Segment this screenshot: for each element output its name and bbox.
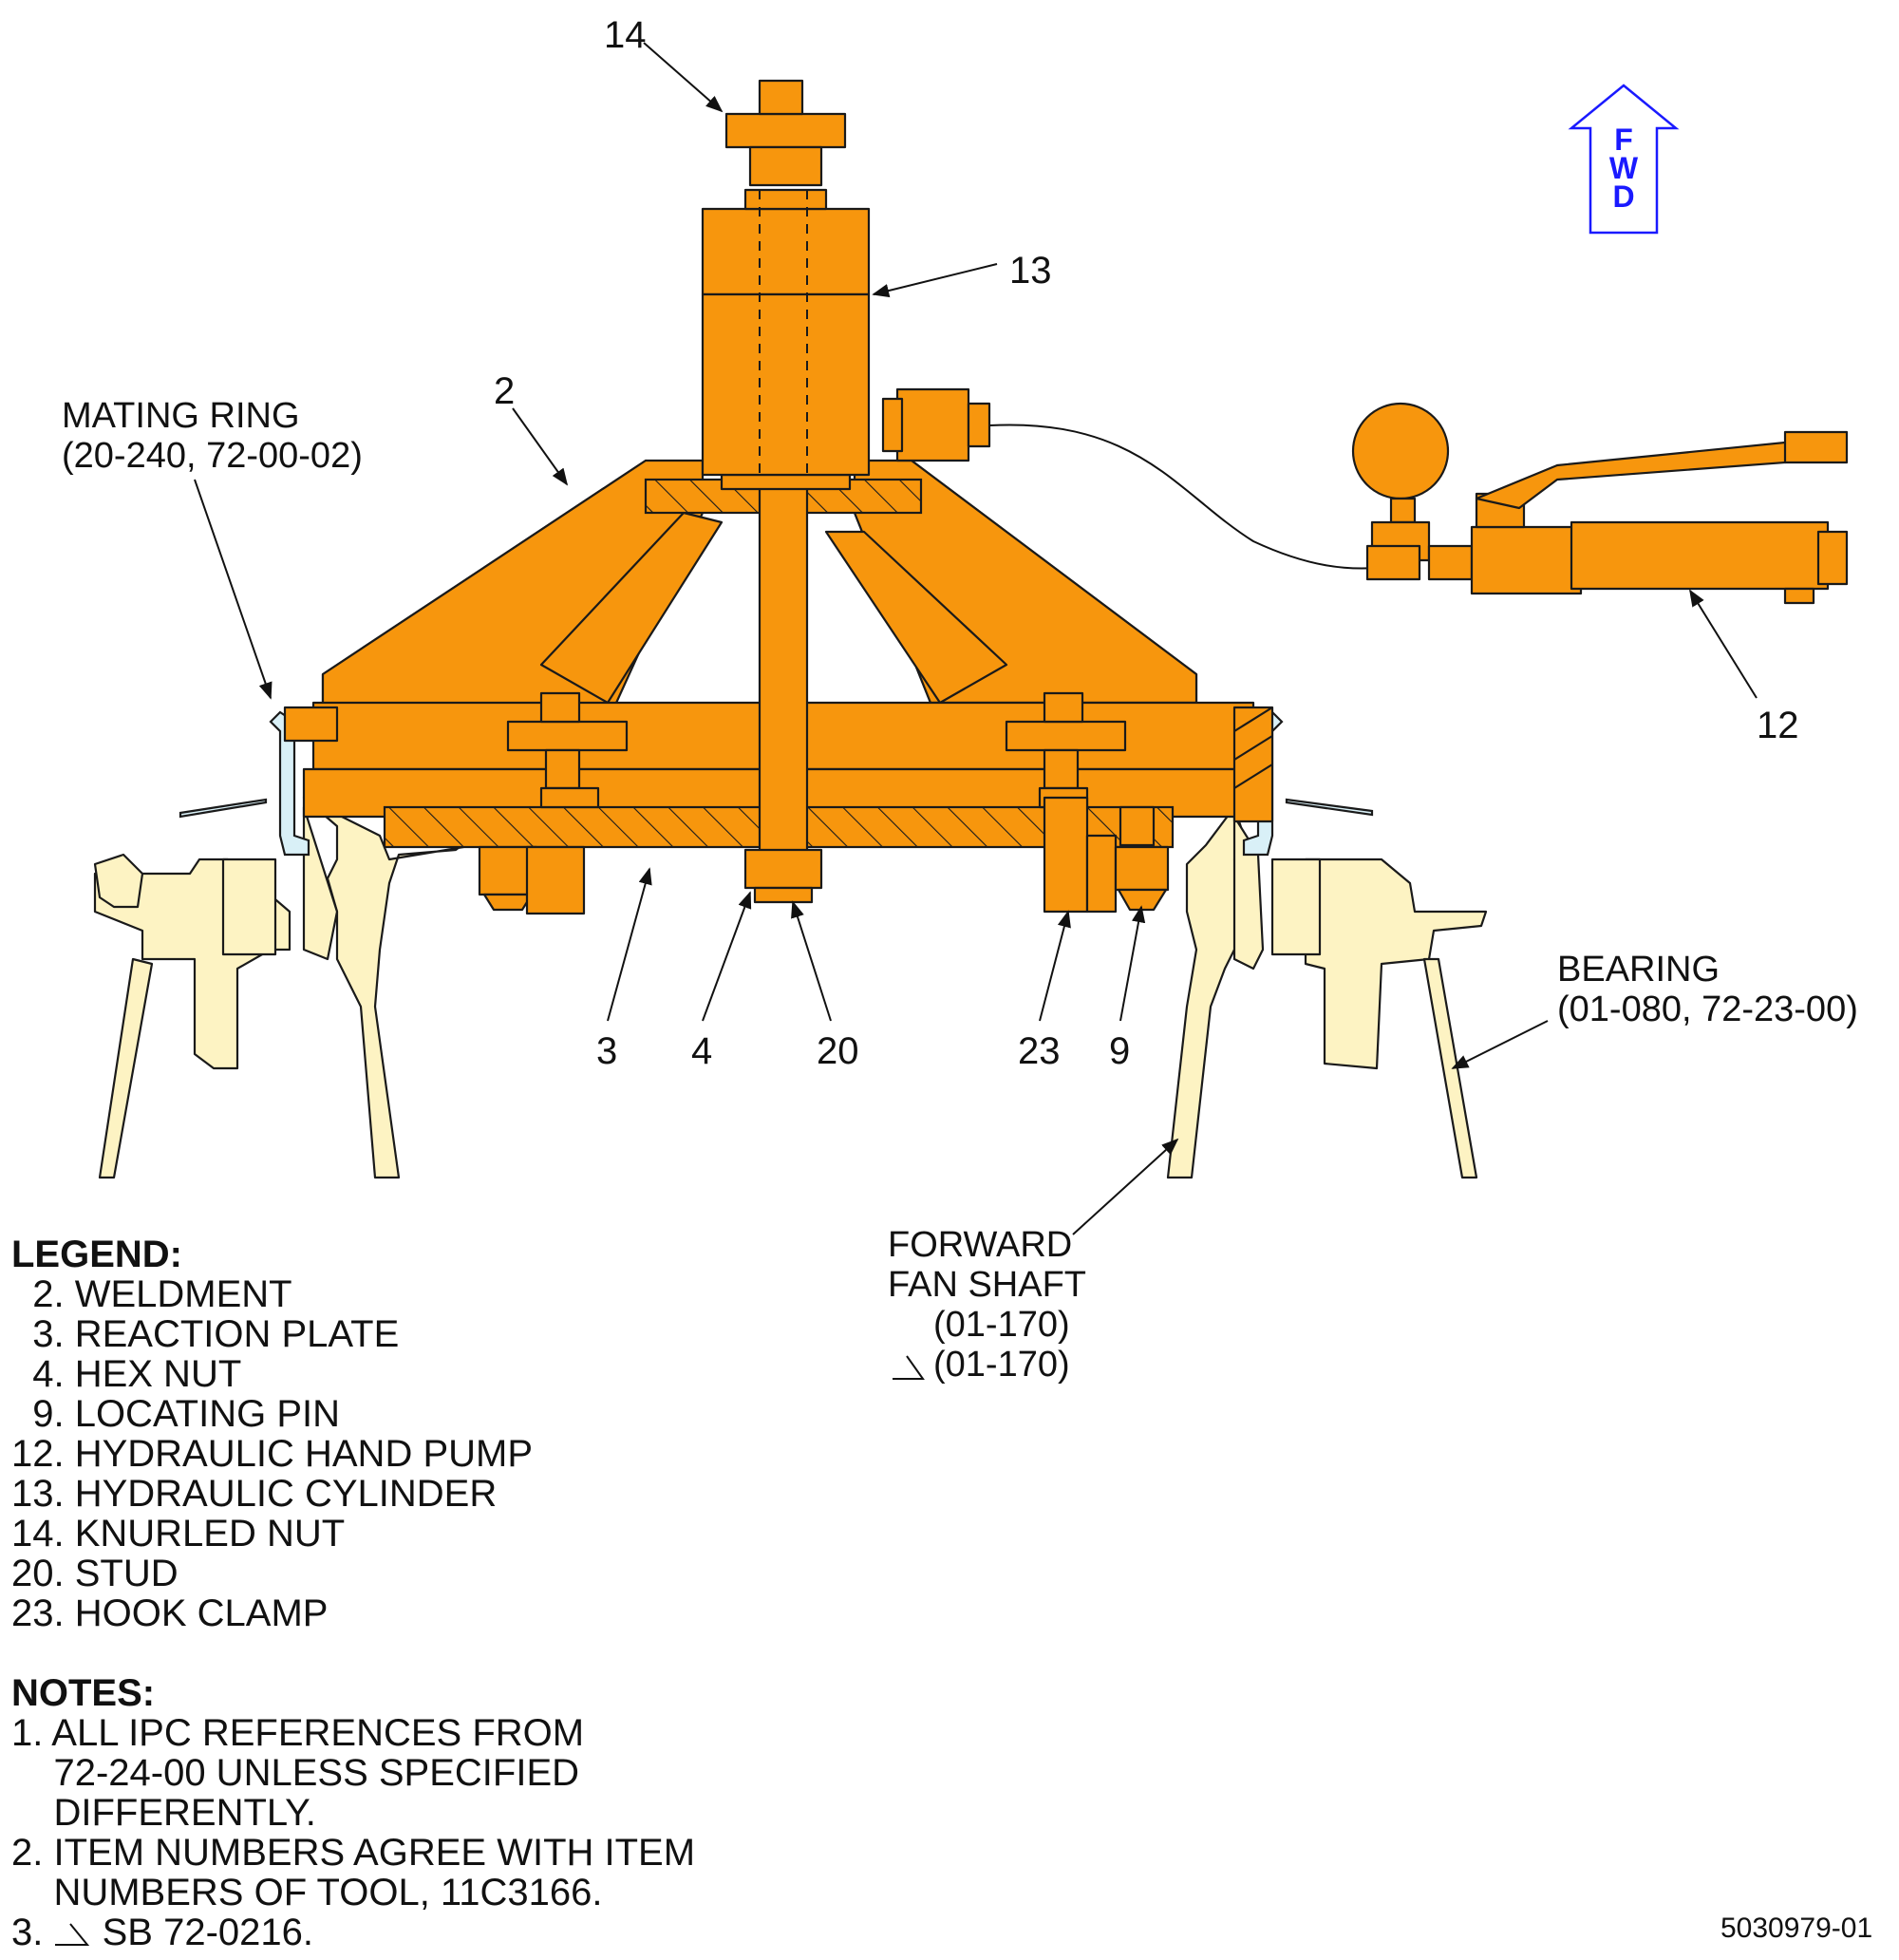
leader-bearing bbox=[1451, 1020, 1549, 1069]
note-2-line-2: NUMBERS OF TOOL, 11C3166. bbox=[11, 1872, 603, 1913]
bearing-housing-right bbox=[1270, 858, 1488, 1179]
figure-id: 5030979-01 bbox=[1720, 1913, 1873, 1944]
leader-12 bbox=[1689, 589, 1758, 699]
leader-2 bbox=[512, 407, 569, 486]
hydraulic-hose bbox=[988, 424, 1378, 570]
callout-23: 23 bbox=[1018, 1030, 1061, 1072]
sb-effectivity-icon bbox=[893, 1355, 925, 1380]
pin-assembly-left bbox=[478, 691, 629, 915]
leader-13 bbox=[872, 263, 998, 298]
note-1-line-1: 1. ALL IPC REFERENCES FROM bbox=[11, 1712, 585, 1754]
legend-item: 2. WELDMENT bbox=[11, 1273, 292, 1315]
legend-item: 12. HYDRAULIC HAND PUMP bbox=[11, 1433, 534, 1475]
legend-item: 13. HYDRAULIC CYLINDER bbox=[11, 1473, 498, 1515]
hydraulic-cylinder bbox=[701, 188, 991, 491]
callout-12: 12 bbox=[1757, 705, 1799, 746]
note-2-line-1: 2. ITEM NUMBERS AGREE WITH ITEM bbox=[11, 1832, 696, 1874]
callout-9: 9 bbox=[1109, 1030, 1130, 1072]
shaft-label-1: FORWARD bbox=[888, 1225, 1072, 1265]
callout-2: 2 bbox=[494, 370, 515, 412]
legend-item: 9. LOCATING PIN bbox=[11, 1393, 340, 1435]
leader-14 bbox=[643, 42, 724, 113]
bearing-ref: (01-080, 72-23-00) bbox=[1557, 989, 1858, 1029]
note-1-line-2: 72-24-00 UNLESS SPECIFIED bbox=[11, 1752, 580, 1794]
forward-fan-shaft-left bbox=[302, 796, 477, 1179]
hook-clamp bbox=[1043, 796, 1118, 914]
note-3-text: SB 72-0216. bbox=[91, 1912, 313, 1953]
hex-nut bbox=[743, 848, 823, 890]
leader-4 bbox=[702, 891, 752, 1022]
leader-9 bbox=[1119, 905, 1146, 1022]
mating-ring-ref: (20-240, 72-00-02) bbox=[62, 436, 363, 476]
forward-fan-shaft-right bbox=[1166, 805, 1265, 1179]
mating-ring-label: MATING RING bbox=[62, 396, 300, 436]
callout-20: 20 bbox=[817, 1030, 859, 1072]
legend-title: LEGEND: bbox=[11, 1234, 182, 1275]
leader-23 bbox=[1039, 910, 1071, 1022]
shaft-label-2: FAN SHAFT bbox=[888, 1265, 1086, 1305]
leader-20 bbox=[791, 900, 832, 1022]
note-1-line-3: DIFFERENTLY. bbox=[11, 1792, 316, 1834]
shaft-ref-2: (01-170) bbox=[933, 1345, 1070, 1385]
callout-14: 14 bbox=[604, 14, 647, 56]
leader-shaft bbox=[1072, 1138, 1179, 1235]
notes-list: 1. ALL IPC REFERENCES FROM 72-24-00 UNLE… bbox=[11, 1713, 695, 1952]
note-3-prefix: 3. bbox=[11, 1912, 54, 1953]
callout-3: 3 bbox=[596, 1030, 617, 1072]
leader-3 bbox=[607, 867, 652, 1022]
callout-4: 4 bbox=[691, 1030, 712, 1072]
legend-item: 20. STUD bbox=[11, 1553, 179, 1594]
sb-effectivity-icon bbox=[55, 1923, 90, 1946]
fwd-arrow: F W D bbox=[1568, 84, 1680, 235]
legend-item: 23. HOOK CLAMP bbox=[11, 1592, 329, 1634]
bearing-housing-left bbox=[93, 853, 291, 1179]
hydraulic-hand-pump bbox=[1351, 402, 1849, 605]
legend-list: 2. WELDMENT 3. REACTION PLATE 4. HEX NUT… bbox=[11, 1274, 533, 1633]
locating-pin bbox=[1114, 805, 1170, 912]
knurled-nut bbox=[724, 79, 847, 187]
fwd-letter-d: D bbox=[1612, 179, 1634, 214]
callout-13: 13 bbox=[1009, 250, 1052, 292]
shaft-ref-1: (01-170) bbox=[933, 1305, 1070, 1345]
fwd-letter-w: W bbox=[1609, 151, 1639, 185]
fwd-letter-f: F bbox=[1614, 122, 1633, 157]
legend-item: 14. KNURLED NUT bbox=[11, 1513, 346, 1555]
notes-title: NOTES: bbox=[11, 1672, 156, 1714]
bearing-label: BEARING bbox=[1557, 950, 1720, 989]
note-3: 3. SB 72-0216. bbox=[11, 1913, 695, 1952]
legend-item: 4. HEX NUT bbox=[11, 1353, 242, 1395]
leader-mating-ring bbox=[194, 479, 273, 700]
legend-item: 3. REACTION PLATE bbox=[11, 1313, 400, 1355]
